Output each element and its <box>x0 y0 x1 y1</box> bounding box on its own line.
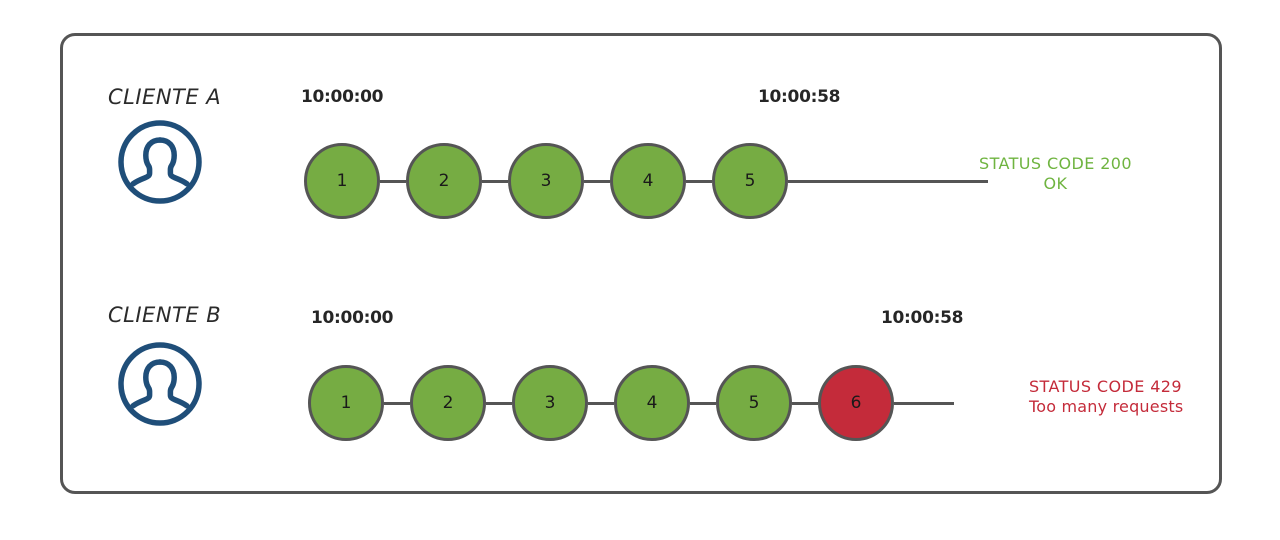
client-a-request-chain: 1 2 3 4 5 <box>304 143 988 219</box>
client-a-status-badge: STATUS CODE 200 OK <box>968 154 1143 194</box>
chain-connector <box>482 179 508 183</box>
chain-connector <box>486 401 512 405</box>
client-b-status-badge: STATUS CODE 429 Too many requests <box>1029 377 1219 417</box>
client-a-end-time: 10:00:58 <box>758 87 841 107</box>
status-code-line: STATUS CODE 200 <box>979 154 1132 173</box>
request-node[interactable]: 5 <box>716 365 792 441</box>
chain-connector <box>686 179 712 183</box>
chain-tail-connector <box>788 179 988 183</box>
request-node[interactable]: 3 <box>508 143 584 219</box>
client-b-request-chain: 1 2 3 4 5 6 <box>308 365 954 441</box>
chain-connector <box>588 401 614 405</box>
status-message-line: Too many requests <box>1029 397 1184 416</box>
client-a-label: CLIENTE A <box>108 85 222 109</box>
client-b-end-time: 10:00:58 <box>881 308 964 328</box>
request-node[interactable]: 1 <box>308 365 384 441</box>
request-node[interactable]: 4 <box>614 365 690 441</box>
diagram-card: CLIENTE A 10:00:00 10:00:58 1 2 3 4 5 ST… <box>60 33 1222 494</box>
user-circle-icon <box>116 340 204 428</box>
chain-connector <box>792 401 818 405</box>
chain-connector <box>690 401 716 405</box>
client-a-start-time: 10:00:00 <box>301 87 384 107</box>
request-node[interactable]: 4 <box>610 143 686 219</box>
client-b-label: CLIENTE B <box>108 303 222 327</box>
chain-connector <box>384 401 410 405</box>
user-circle-icon <box>116 118 204 206</box>
request-node-rejected[interactable]: 6 <box>818 365 894 441</box>
chain-connector <box>584 179 610 183</box>
request-node[interactable]: 1 <box>304 143 380 219</box>
request-node[interactable]: 2 <box>406 143 482 219</box>
status-code-line: STATUS CODE 429 <box>1029 377 1182 396</box>
request-node[interactable]: 3 <box>512 365 588 441</box>
client-b-start-time: 10:00:00 <box>311 308 394 328</box>
request-node[interactable]: 5 <box>712 143 788 219</box>
status-message-line: OK <box>1043 174 1068 193</box>
chain-connector <box>380 179 406 183</box>
request-node[interactable]: 2 <box>410 365 486 441</box>
chain-tail-connector <box>894 401 954 405</box>
